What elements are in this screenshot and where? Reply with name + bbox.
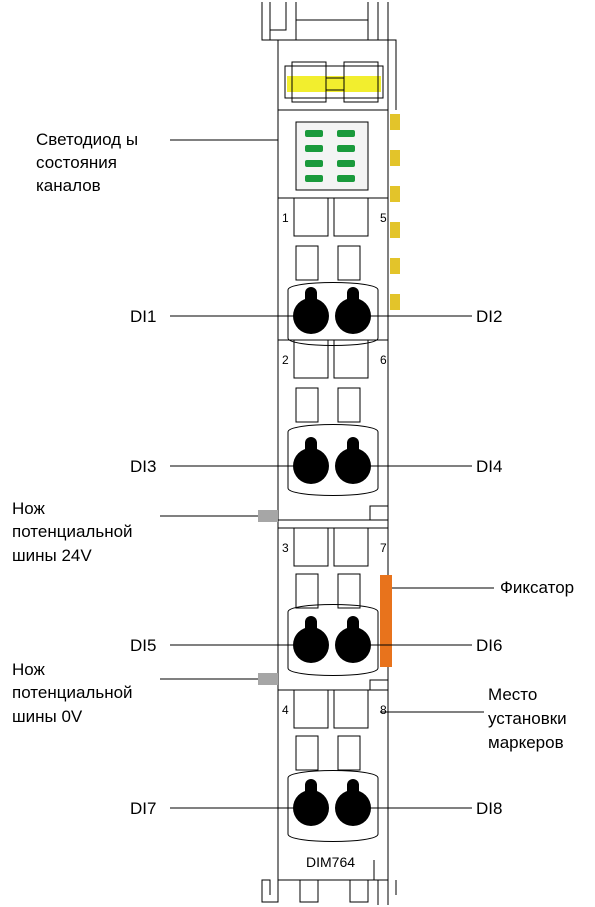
channel-status-leds bbox=[295, 121, 369, 191]
label-di2: DI2 bbox=[476, 307, 502, 326]
marker-label-line3: маркеров bbox=[488, 733, 564, 752]
clamp-di7 bbox=[293, 779, 329, 826]
knife24-label-line3: шины 24V bbox=[12, 546, 92, 565]
terminal-number-7: 7 bbox=[380, 541, 387, 555]
knife24-label-line2: потенциальной bbox=[12, 522, 133, 541]
clamp-di4 bbox=[335, 437, 371, 484]
label-di7: DI7 bbox=[130, 799, 156, 818]
marker-label-line1: Место bbox=[488, 685, 537, 704]
clamp-di8 bbox=[335, 779, 371, 826]
label-di3: DI3 bbox=[130, 457, 156, 476]
latch-bar bbox=[380, 575, 392, 667]
leader-lines bbox=[160, 139, 494, 809]
terminal-number-8: 8 bbox=[380, 703, 387, 717]
knife0-label-line3: шины 0V bbox=[12, 707, 83, 726]
clamp-buttons bbox=[293, 287, 371, 826]
label-di1: DI1 bbox=[130, 307, 156, 326]
terminal-block-4 bbox=[278, 689, 388, 842]
clamp-di6 bbox=[335, 616, 371, 663]
terminal-number-5: 5 bbox=[380, 211, 387, 225]
knife0-label-line2: потенциальной bbox=[12, 683, 133, 702]
terminal-number-4: 4 bbox=[282, 703, 289, 717]
label-di6: DI6 bbox=[476, 636, 502, 655]
marker-callout: Место установки маркеров bbox=[488, 685, 567, 752]
leds-callout: Светодиод ы состояния каналов bbox=[36, 130, 138, 195]
clamp-di5 bbox=[293, 616, 329, 663]
module-name: DIM764 bbox=[306, 854, 355, 870]
leds-label-line2: состояния bbox=[36, 153, 117, 172]
label-di8: DI8 bbox=[476, 799, 502, 818]
knife24-label-line1: Нож bbox=[12, 499, 46, 518]
knife-24v bbox=[258, 510, 278, 522]
label-di5: DI5 bbox=[130, 636, 156, 655]
leds-label-line1: Светодиод ы bbox=[36, 130, 138, 149]
terminal-block-2 bbox=[278, 339, 388, 496]
clamp-di3 bbox=[293, 437, 329, 484]
label-di4: DI4 bbox=[476, 457, 502, 476]
clamp-di1 bbox=[293, 287, 329, 334]
terminal-number-1: 1 bbox=[282, 211, 289, 225]
knife-0v-callout: Нож потенциальной шины 0V bbox=[12, 660, 133, 726]
terminal-block-1 bbox=[278, 197, 388, 346]
terminal-number-2: 2 bbox=[282, 353, 289, 367]
marker-label-line2: установки bbox=[488, 709, 567, 728]
terminal-number-6: 6 bbox=[380, 353, 387, 367]
leds-label-line3: каналов bbox=[36, 176, 101, 195]
terminal-block-3 bbox=[278, 527, 388, 676]
knife0-label-line1: Нож bbox=[12, 660, 46, 679]
label-latch: Фиксатор bbox=[500, 578, 574, 597]
knife-24v-callout: Нож потенциальной шины 24V bbox=[12, 499, 133, 565]
knife-0v bbox=[258, 673, 278, 685]
top-power-connector bbox=[284, 61, 384, 103]
bus-contacts bbox=[390, 114, 400, 310]
terminal-number-3: 3 bbox=[282, 541, 289, 555]
clamp-di2 bbox=[335, 287, 371, 334]
